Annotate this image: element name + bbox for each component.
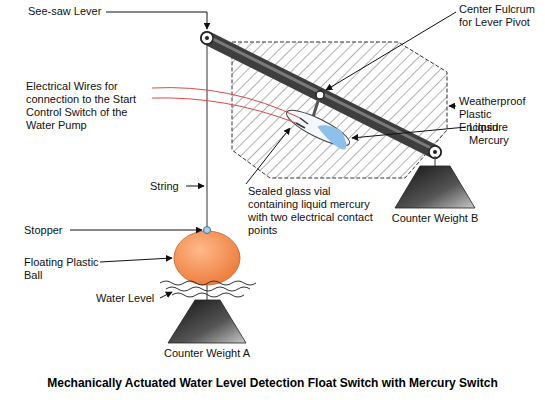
water-wave	[160, 281, 256, 285]
callout-label: Floating Plastic Ball	[24, 256, 100, 282]
figure-caption: Mechanically Actuated Water Level Detect…	[47, 376, 498, 390]
counter-weight	[168, 300, 246, 343]
callout-label: Water Level	[96, 292, 160, 305]
leader-line	[326, 12, 456, 90]
water-wave	[166, 287, 250, 291]
callout-label: Sealed glass vial containing liquid merc…	[248, 185, 374, 237]
contact-point	[296, 123, 305, 128]
string	[207, 40, 208, 228]
stopper	[204, 227, 211, 234]
water-wave	[172, 293, 244, 297]
leader-line	[106, 12, 207, 29]
callout-label: Stopper	[24, 224, 74, 237]
electrical-wire	[152, 98, 296, 123]
weight-link	[435, 156, 436, 166]
contact-point	[300, 118, 308, 124]
see-saw-lever	[207, 38, 435, 152]
callout-label: Center Fulcrum for Lever Pivot	[459, 3, 541, 29]
callout-label: String	[150, 180, 186, 193]
leader-line	[100, 258, 172, 262]
callout-label: See-saw Lever	[28, 5, 108, 18]
leader-line	[186, 186, 204, 187]
callout-label: Electrical Wires for connection to the S…	[26, 80, 148, 132]
weight-link	[207, 284, 208, 300]
counter-weight	[395, 166, 475, 208]
callout-label: Counter Weight A	[157, 347, 257, 360]
pulley-axle	[433, 150, 437, 154]
callout-label: Counter Weight B	[385, 212, 485, 225]
leader-line	[70, 230, 202, 231]
leader-line	[246, 128, 290, 184]
callout-label: Liquid Mercury	[469, 121, 541, 147]
electrical-wire	[152, 88, 300, 118]
leader-line	[352, 127, 466, 138]
leader-line	[449, 106, 456, 107]
lever-pulley	[201, 32, 213, 44]
fulcrum-pivot	[316, 91, 324, 99]
pulley-axle	[205, 36, 209, 40]
leader-line	[160, 292, 172, 298]
floating-ball	[174, 231, 240, 285]
